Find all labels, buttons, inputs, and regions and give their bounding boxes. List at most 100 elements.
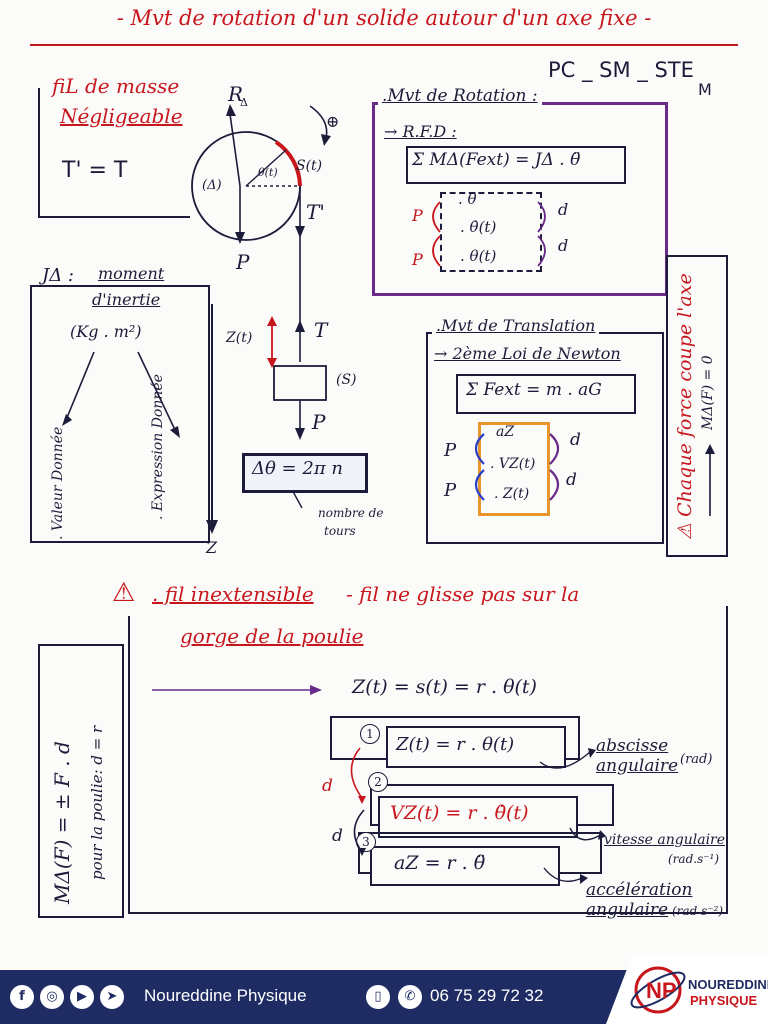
translation-row-3: . Z(t) [494, 486, 530, 502]
translation-row-2: . VZ(t) [490, 456, 536, 472]
title-underline [30, 44, 738, 46]
eq1: Z(t) = r . θ(t) [396, 734, 515, 755]
moment-valeur: . Valeur Donnée [50, 426, 66, 540]
footer-name: Noureddine Physique [144, 986, 307, 1005]
translation-list [478, 422, 550, 516]
fil-title-1: fiL de masse [52, 74, 180, 98]
eq2: VZ(t) = r . θ̇(t) [390, 802, 529, 824]
rotation-p-1: P [412, 206, 423, 225]
rotation-d-1: d [558, 200, 569, 219]
facebook-icon[interactable]: f [10, 985, 34, 1009]
delta-theta-eq: Δθ = 2π n [252, 458, 343, 479]
label-T-prime: T' [306, 200, 325, 224]
instagram-icon[interactable]: ◎ [40, 985, 64, 1009]
num-2: 2 [368, 772, 388, 792]
label-z-t: Z(t) [226, 330, 253, 346]
youtube-icon[interactable]: ▶ [70, 985, 94, 1009]
section-left-border [128, 616, 130, 914]
translation-title: .Mvt de Translation [432, 316, 600, 335]
eq3: aZ = r . θ̈ [394, 852, 486, 874]
translation-row-1: aZ [496, 424, 515, 440]
moment-expression: . Expression Donnée [150, 374, 166, 520]
inext-line-2: gorge de la poulie [180, 624, 364, 648]
rotation-rfd: → R.F.D : [384, 122, 457, 141]
poulie-note: pour la poulie: d = r [88, 725, 106, 880]
rotation-arcs [432, 201, 546, 267]
label-P1: P [236, 250, 250, 274]
section-right-border [726, 606, 728, 912]
num-1: 1 [360, 724, 380, 744]
z-axis-label: Z [206, 538, 218, 557]
rotation-row-3: . θ(t) [460, 247, 497, 265]
moment-arrows [62, 351, 180, 438]
side-note-box [666, 255, 728, 557]
abs-label-1: abscisse [596, 736, 669, 756]
phone-icon: ▯ [366, 985, 390, 1009]
label-delta: (Δ) [202, 178, 222, 193]
footer-phone: 06 75 29 72 32 [430, 986, 544, 1005]
section-bottom-border [128, 912, 728, 914]
rotation-list [440, 192, 542, 272]
logo-text-2: PHYSIQUE [690, 993, 758, 1008]
label-s: S(t) [296, 158, 323, 174]
inext-arcs [350, 747, 366, 856]
main-equation: Z(t) = s(t) = r . θ(t) [352, 676, 537, 698]
label-S: (S) [336, 372, 357, 388]
translation-p-1: P [444, 440, 457, 461]
vit-unit: (rad.s⁻¹) [668, 852, 720, 866]
logo-np: NP [646, 978, 677, 1003]
logo-text-1: NOUREDDINE [688, 977, 768, 992]
fil-equation: T' = T [62, 158, 128, 183]
abs-unit: (rad) [680, 752, 713, 767]
label-R: R [228, 82, 244, 106]
translation-d-1: d [570, 430, 581, 450]
translation-arcs [474, 433, 560, 501]
whatsapp-icon: ✆ [398, 985, 422, 1009]
translation-eq: Σ Fext = m . aG [466, 380, 602, 400]
delta-theta-box [242, 453, 368, 493]
levels: PC _ SM _ STE [548, 58, 694, 82]
moment-title-1: moment [98, 264, 165, 283]
warning-icon: ⚠ [112, 578, 136, 608]
tours-label-1: nombre de [318, 506, 384, 520]
levels-m: M [698, 80, 712, 99]
translation-d-2: d [566, 470, 577, 490]
telegram-icon[interactable]: ➤ [100, 985, 124, 1009]
eq3-box [370, 846, 560, 886]
annotation-arrows [539, 748, 606, 884]
rotation-d-2: d [558, 236, 569, 255]
side-note-arrow [705, 444, 715, 516]
translation-eq-box [456, 374, 636, 414]
page-title: - Mvt de rotation d'un solide autour d'u… [116, 6, 652, 30]
pulley-diagram [191, 104, 331, 509]
inext-d-1: d [322, 776, 333, 796]
rotation-row-1: . θ̈ [458, 190, 477, 208]
moment-title-2: d'inertie [92, 290, 161, 309]
rotation-title: .Mvt de Rotation : [378, 86, 542, 106]
acc-unit: (rad s⁻²) [672, 904, 724, 918]
side-note-text: ⚠ Chaque force coupe l'axe [674, 273, 696, 540]
abs-label-2: angulaire [596, 756, 679, 776]
main-arrow [152, 685, 322, 695]
rotation-row-2: . θ̇(t) [460, 218, 497, 236]
fil-box [38, 88, 190, 218]
label-R-sub: Δ [240, 96, 248, 109]
label-P2: P [312, 410, 326, 434]
rotation-p-2: P [412, 250, 423, 269]
z-axis [206, 304, 218, 534]
moment-box [30, 285, 210, 543]
inext-d-2: d [332, 826, 343, 846]
logo-graphic: NP [606, 956, 768, 1024]
eq1-box [386, 726, 566, 768]
rotation-eq-box [406, 146, 626, 184]
acc-label-1: accélération [586, 880, 693, 900]
rotation-eq: Σ MΔ(Fext) = JΔ . θ̈ [412, 150, 581, 170]
acc-label-2: angulaire [586, 900, 669, 920]
inext-line-1a: . fil inextensible [152, 582, 314, 606]
moment-unit: (Kg . m²) [70, 322, 142, 341]
translation-law: → 2ème Loi de Newton [434, 344, 621, 363]
side-note-eq: MΔ(F) = 0 [700, 355, 716, 430]
label-theta: θ(t) [258, 166, 278, 179]
label-plus: ⊕ [326, 112, 340, 131]
moment-label: JΔ : [42, 265, 75, 286]
